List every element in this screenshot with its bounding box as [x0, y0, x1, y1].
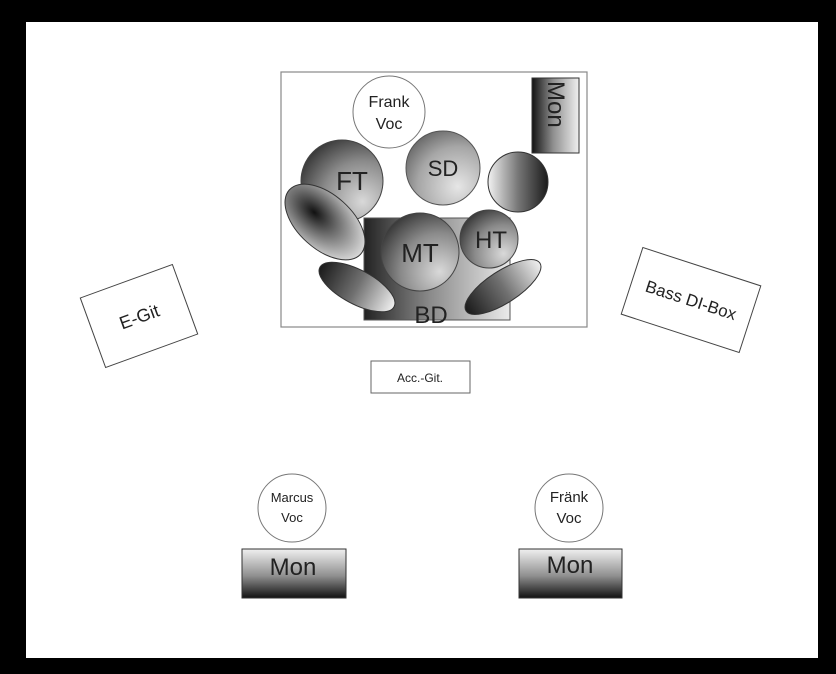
marcus-position: Marcus Voc Mon — [241, 473, 347, 599]
fraenk-monitor — [518, 548, 623, 599]
frank-vocal-voc: Voc — [376, 116, 403, 133]
snare-drum-label: SD — [428, 156, 459, 181]
floor-tom-label: FT — [336, 166, 368, 196]
snare-drum: SD — [405, 130, 481, 206]
fraenk-vocal-voc: Voc — [556, 510, 582, 527]
drum-monitor: Mon — [531, 77, 580, 154]
marcus-vocal-name: Marcus — [271, 490, 314, 505]
marcus-vocal-mic — [257, 473, 327, 543]
splash-cymbal-right — [464, 259, 542, 315]
drum-riser: Mon Frank Voc BD FT S — [280, 71, 588, 329]
bass-di-box: Bass DI-Box — [620, 246, 762, 354]
fraenk-vocal-mic — [534, 473, 604, 543]
crash-cymbal-left — [284, 183, 366, 261]
hihat-cymbal-left — [318, 261, 396, 313]
marcus-monitor-label: Mon — [270, 554, 317, 581]
mid-tom-label: MT — [401, 238, 439, 268]
frank-vocal-name: Frank — [369, 94, 411, 111]
fraenk-position: Fränk Voc Mon — [518, 473, 623, 599]
high-tom-label: HT — [475, 227, 507, 254]
high-tom: HT — [459, 209, 519, 269]
acc-git-label: Acc.-Git. — [397, 371, 443, 385]
bass-drum-label: BD — [414, 302, 447, 329]
mid-tom: MT — [380, 212, 460, 292]
fraenk-vocal-name: Fränk — [550, 489, 589, 506]
e-git-box: E-Git — [79, 263, 199, 369]
fraenk-monitor-label: Mon — [547, 552, 594, 579]
marcus-vocal-voc: Voc — [281, 510, 303, 525]
frank-vocal-mic: Frank Voc — [352, 75, 426, 149]
ride-cymbal — [487, 151, 549, 213]
drum-monitor-label: Mon — [542, 81, 569, 128]
marcus-monitor — [241, 548, 347, 599]
acc-git-box: Acc.-Git. — [370, 360, 471, 394]
